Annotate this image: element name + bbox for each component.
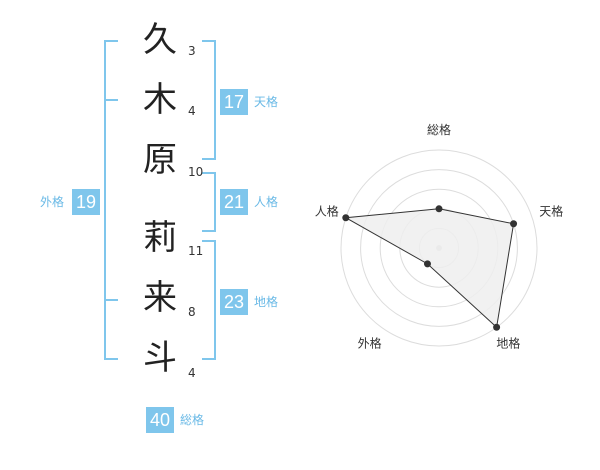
radar-axis-label: 天格 bbox=[539, 204, 563, 219]
radar-axis-label: 総格 bbox=[427, 122, 451, 137]
chikaku-value: 23 bbox=[220, 289, 248, 315]
stroke-count-2: 4 bbox=[188, 104, 196, 118]
jinkaku-bracket bbox=[202, 172, 216, 232]
name-char-1: 久 bbox=[143, 20, 177, 60]
gaikaku-bracket bbox=[104, 40, 118, 360]
radar-point bbox=[423, 260, 431, 268]
radar-point bbox=[342, 214, 350, 222]
radar-point bbox=[435, 205, 443, 213]
gaikaku-bracket-tick bbox=[104, 299, 118, 301]
chikaku-bracket bbox=[202, 240, 216, 360]
soukaku-value: 40 bbox=[146, 407, 174, 433]
stroke-count-3: 10 bbox=[188, 165, 204, 179]
stroke-count-6: 4 bbox=[188, 366, 196, 380]
stroke-count-4: 11 bbox=[188, 244, 204, 258]
radar-axis-label: 地格 bbox=[496, 335, 520, 350]
radar-ring bbox=[340, 149, 538, 347]
name-char-6: 斗 bbox=[143, 338, 177, 378]
name-char-3: 原 bbox=[143, 140, 177, 180]
tenkaku-bracket bbox=[202, 40, 216, 160]
tenkaku-label: 天格 bbox=[254, 95, 279, 109]
soukaku-label: 総格 bbox=[180, 413, 205, 427]
radar-axis-label: 人格 bbox=[315, 204, 339, 219]
gaikaku-value: 19 bbox=[72, 189, 100, 215]
name-char-5: 来 bbox=[143, 278, 177, 318]
radar-ring bbox=[360, 169, 518, 327]
jinkaku-value: 21 bbox=[220, 189, 248, 215]
gaikaku-bracket-tick bbox=[104, 99, 118, 101]
radar-polygon bbox=[344, 208, 515, 329]
radar-axis-label: 外格 bbox=[358, 335, 382, 350]
stroke-count-5: 8 bbox=[188, 305, 196, 319]
tenkaku-value: 17 bbox=[220, 89, 248, 115]
chikaku-label: 地格 bbox=[254, 295, 279, 309]
name-char-2: 木 bbox=[143, 80, 177, 120]
jinkaku-label: 人格 bbox=[254, 195, 279, 209]
radar-point bbox=[493, 323, 501, 331]
name-char-4: 莉 bbox=[143, 218, 177, 258]
radar-point bbox=[510, 220, 518, 228]
stroke-count-1: 3 bbox=[188, 44, 196, 58]
gaikaku-label: 外格 bbox=[40, 195, 65, 209]
